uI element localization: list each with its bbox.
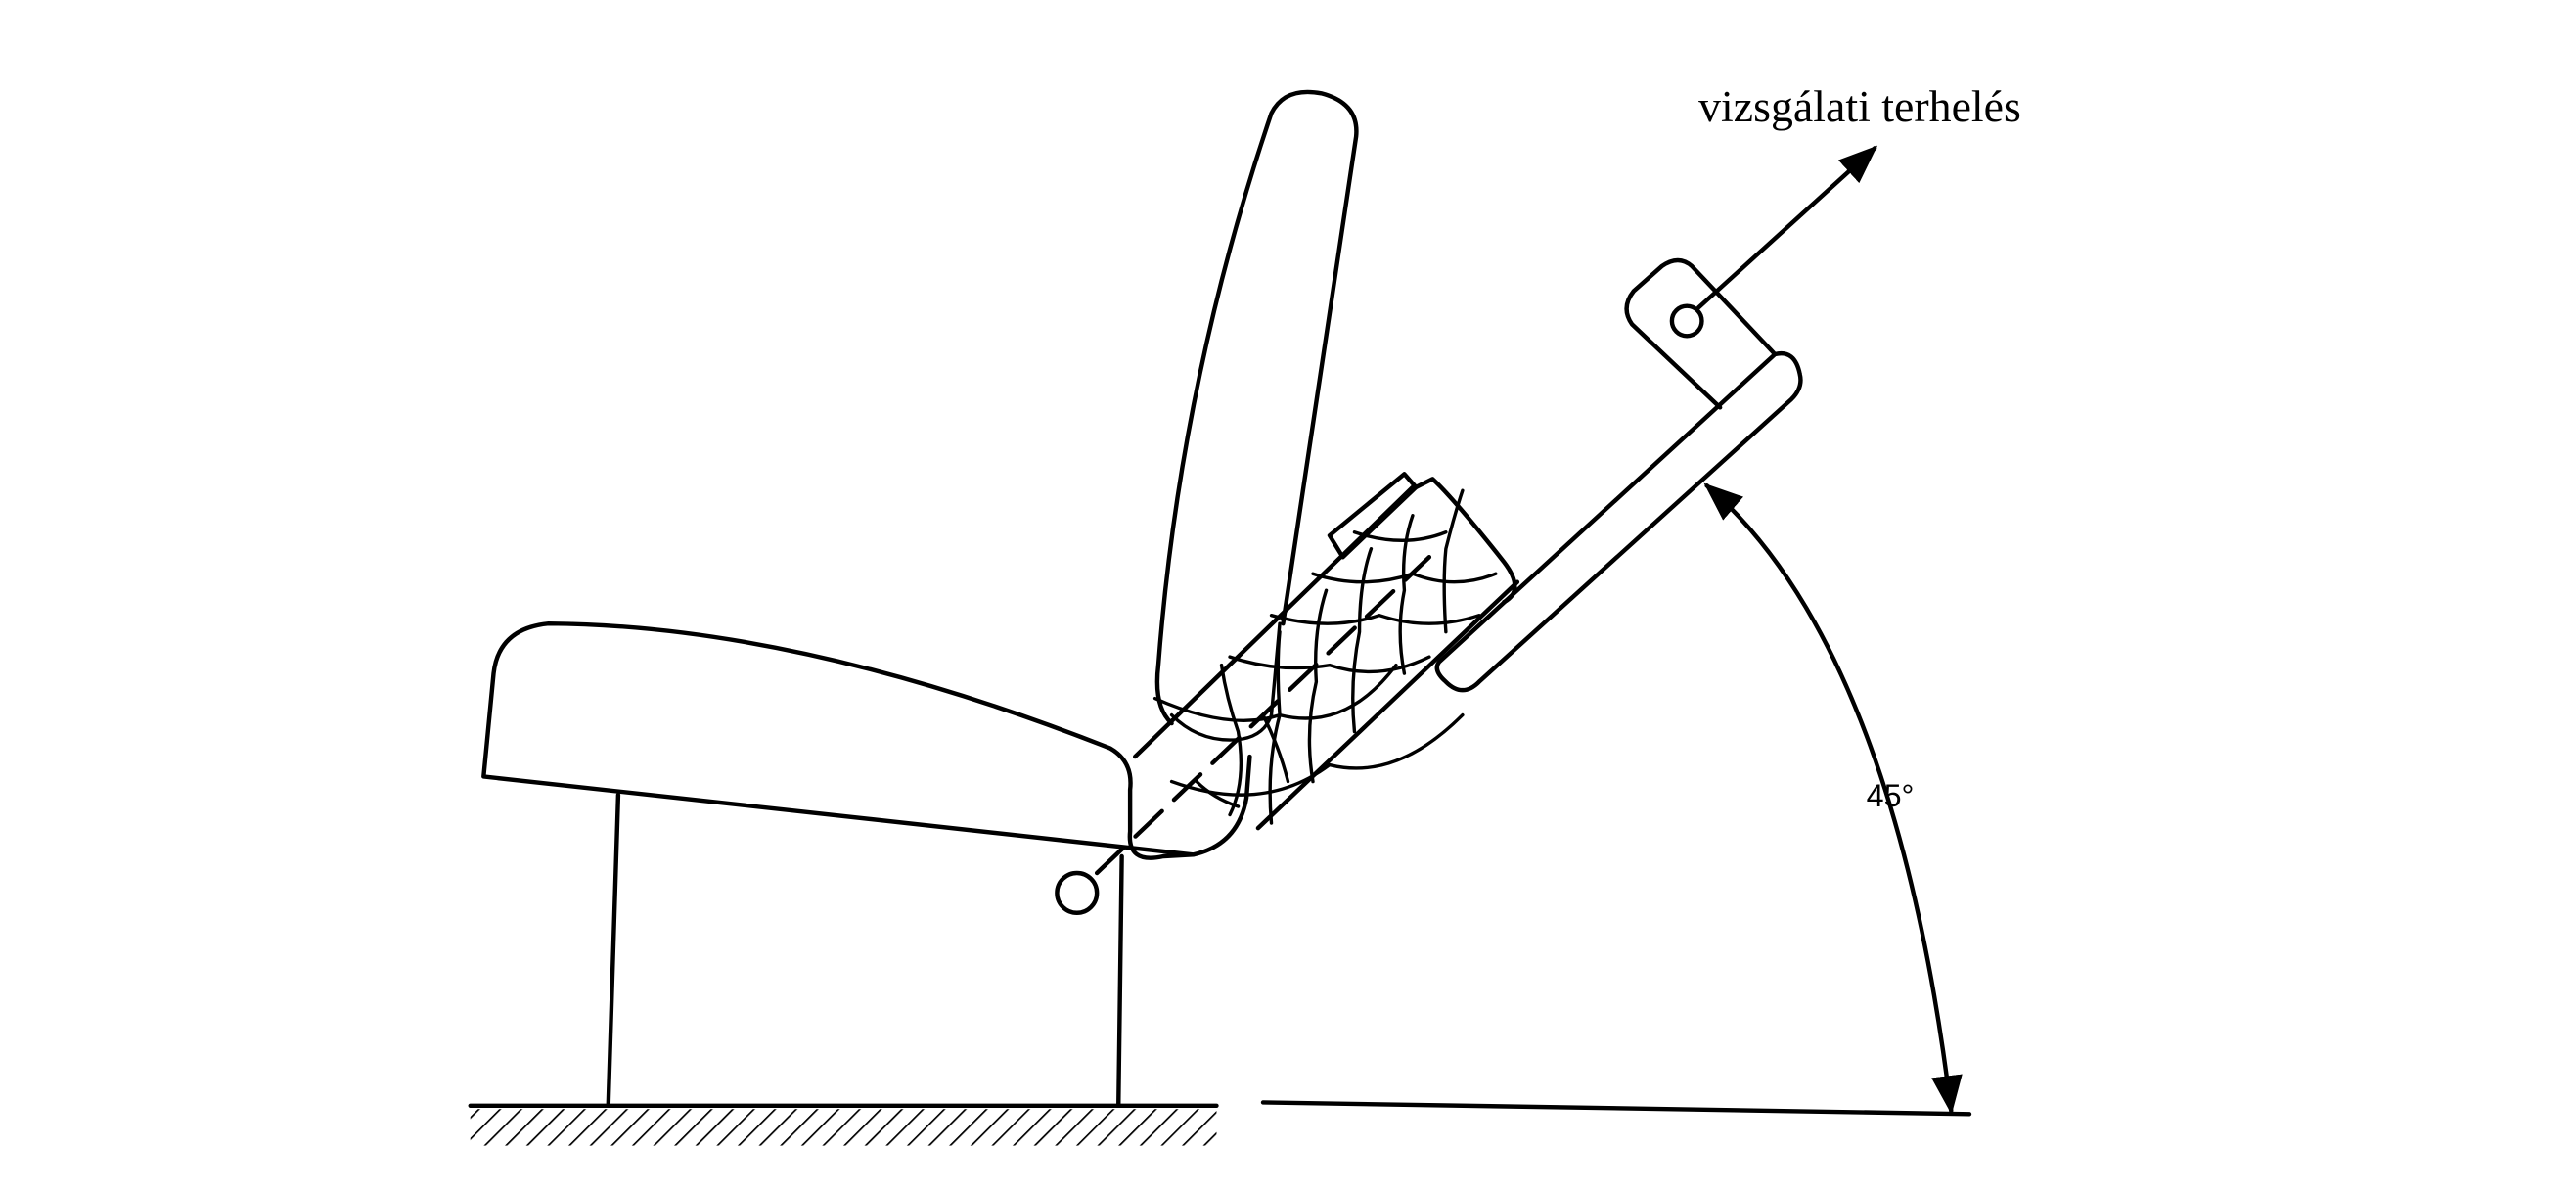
test-block xyxy=(1133,472,1520,831)
angle-arc xyxy=(1703,482,1963,1115)
load-arrow xyxy=(1695,145,1878,310)
horizontal-reference-line xyxy=(1260,1100,1972,1117)
seat-cushion xyxy=(481,620,1252,860)
backrest xyxy=(1154,89,1359,726)
angle-label: 45° xyxy=(1867,778,1915,813)
load-attachment-plate xyxy=(1624,257,1778,410)
loading-bar xyxy=(1434,350,1803,693)
load-point-icon xyxy=(1669,303,1704,339)
ground xyxy=(468,1103,1219,1146)
seat-base xyxy=(606,792,1124,1109)
pivot-point-icon xyxy=(1055,870,1100,915)
load-label: vizsgálati terhelés xyxy=(1698,81,2021,131)
